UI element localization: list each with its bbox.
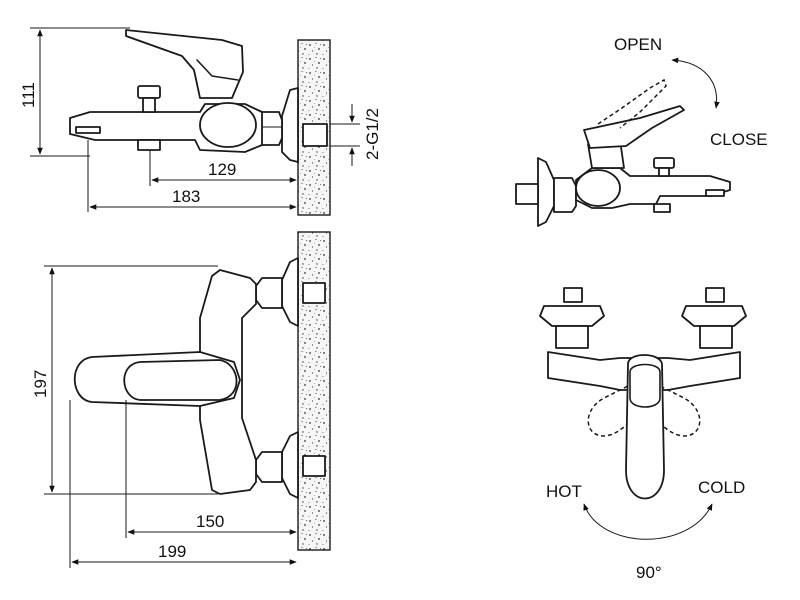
wall-socket-side <box>302 123 328 147</box>
rotation-arrow <box>583 503 713 540</box>
dim-top-depth-outer: 199 <box>158 542 186 561</box>
escutcheon-top-upper <box>281 257 299 327</box>
lever-handle-side <box>125 29 244 99</box>
label-rotation: 90° <box>636 563 662 582</box>
nut-top-lower <box>255 451 283 483</box>
dim-top-depth-inner: 150 <box>196 512 224 531</box>
spout-outlet-side <box>75 126 101 134</box>
label-hot: HOT <box>546 482 582 501</box>
top-view: 197 150 199 <box>31 231 331 568</box>
wall-section-top <box>297 231 331 551</box>
dim-side-height: 111 <box>19 82 38 108</box>
dim-side-depth-outer: 183 <box>172 187 200 206</box>
dim-top-height: 197 <box>31 370 50 398</box>
open-close-arrow <box>671 57 720 109</box>
open-close-view: OPEN CLOSE <box>515 35 768 227</box>
label-close: CLOSE <box>710 130 768 149</box>
wall-socket-top-upper <box>302 282 326 304</box>
nut-top-upper <box>255 277 283 309</box>
dim-side-depth-inner: 129 <box>208 160 236 179</box>
bottom-outlet-side <box>137 139 161 151</box>
hot-cold-view: HOT COLD 90° <box>539 287 747 582</box>
lever-cap-top <box>123 359 238 401</box>
escutcheon-oc <box>537 157 555 227</box>
label-open: OPEN <box>614 35 662 54</box>
side-view: 111 129 183 2-G1/2 <box>19 27 382 216</box>
lever-handle-center <box>625 354 665 500</box>
wall-socket-top-lower <box>302 455 326 477</box>
diverter-knob-side <box>137 85 161 99</box>
label-cold: COLD <box>698 478 745 497</box>
lever-handle-closed <box>583 105 685 149</box>
escutcheon-side <box>281 87 299 163</box>
lever-handle-open <box>597 78 667 129</box>
dim-thread: 2-G1/2 <box>363 108 382 160</box>
escutcheon-top-lower <box>281 431 299 499</box>
cartridge-body-side <box>199 102 257 148</box>
